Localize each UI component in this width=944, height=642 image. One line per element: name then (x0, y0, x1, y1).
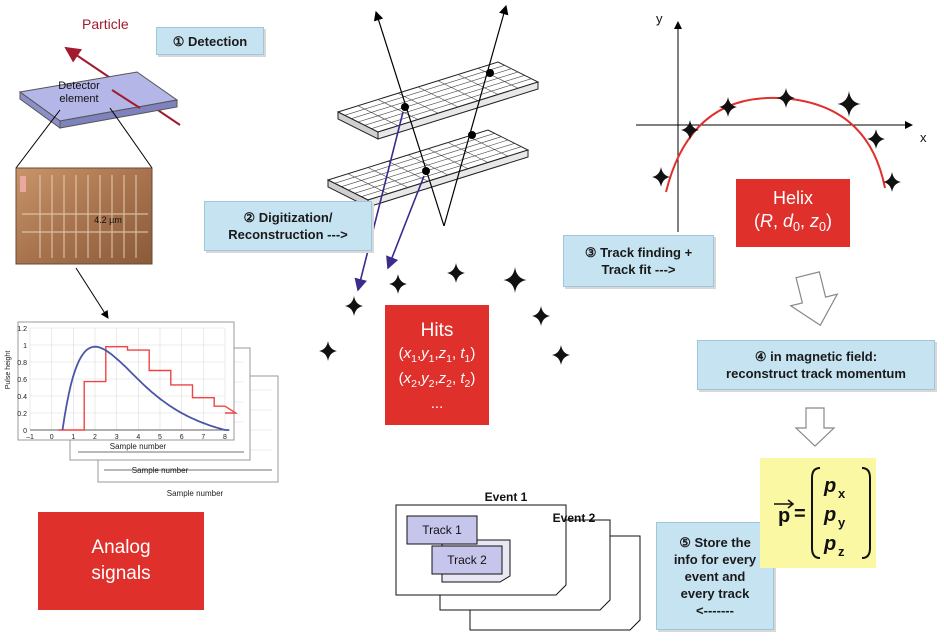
hit-star-marker (552, 345, 570, 365)
hit-star-marker (681, 120, 699, 140)
step2-line2: Reconstruction ---> (228, 226, 348, 243)
pulse-ytick: 0.4 (17, 394, 27, 401)
helix-params: (R, d0, z0) (754, 210, 832, 239)
pulse-xtick: 2 (93, 434, 97, 441)
pulse-xtick: 5 (158, 434, 162, 441)
analog-signals-box: Analog signals (38, 512, 204, 610)
pulse-ytick: 0.8 (17, 360, 27, 367)
pulse-xlabel-back1: Sample number (132, 466, 189, 475)
micrograph: 4.2 µm (16, 168, 152, 264)
hit-star-marker (447, 263, 465, 283)
helix-arc (666, 98, 885, 192)
momentum-pz: p (823, 533, 836, 555)
helix-title: Helix (773, 187, 813, 210)
step5-line: every track (681, 585, 750, 602)
step5-line: info for every (674, 551, 756, 568)
detector-label-2: element (59, 93, 98, 105)
momentum-vector-box: p = p x p y p z (760, 458, 876, 568)
pulse-xtick: 1 (71, 434, 75, 441)
plane-hit (401, 103, 409, 111)
zoom-line-right (110, 108, 152, 168)
axis-x-label: x (920, 130, 927, 145)
step2-digitization-box: ② Digitization/ Reconstruction ---> (204, 201, 372, 251)
pulse-xtick: 7 (201, 434, 205, 441)
step1-detection-box: ① Detection (156, 27, 264, 55)
step5-line: event and (685, 568, 746, 585)
step4-line1: ④ in magnetic field: (755, 348, 877, 365)
svg-text:x: x (838, 486, 846, 501)
step4-line2: reconstruct track momentum (726, 365, 906, 382)
hit-star-marker (719, 97, 737, 117)
step4-momentum-box: ④ in magnetic field: reconstruct track m… (697, 340, 935, 390)
pulse-xtick: –1 (26, 434, 34, 441)
pulse-ytick: 0.2 (17, 411, 27, 418)
hits-box: Hits (x1,y1,z1, t1) (x2,y2,z2, t2) ... (385, 305, 489, 425)
event1-label: Event 1 (485, 490, 528, 504)
detector-label-1: Detector (58, 80, 100, 92)
pulse-xlabel-back2: Sample number (167, 489, 224, 498)
pulse-xtick: 4 (136, 434, 140, 441)
pulse-ytick: 1.2 (17, 326, 27, 333)
down-arrow-2 (796, 408, 834, 446)
pulse-xtick: 3 (115, 434, 119, 441)
pulse-xtick: 8 (223, 434, 227, 441)
hit-star-marker (777, 88, 795, 108)
axis-y-label: y (656, 11, 663, 26)
step5-line: <------- (696, 602, 734, 619)
analog-line2: signals (91, 561, 150, 587)
plane-hit (422, 167, 430, 175)
pulse-xtick: 6 (180, 434, 184, 441)
hits-row-1: (x1,y1,z1, t1) (399, 344, 476, 369)
pulse-xlabel: Sample number (110, 442, 167, 451)
step3-trackfit-box: ③ Track finding + Track fit ---> (563, 235, 714, 287)
step3-line1: ③ Track finding + (585, 244, 692, 261)
svg-text:=: = (794, 503, 806, 525)
step5-store-box: ⑤ Store the info for every event and eve… (656, 522, 774, 630)
zoom-line-left (16, 110, 60, 168)
micrograph-to-signal-arrow (76, 268, 108, 318)
analog-line1: Analog (91, 535, 150, 561)
plane-hit (468, 131, 476, 139)
step5-line: ⑤ Store the (679, 534, 751, 551)
momentum-symbol: p (778, 505, 790, 527)
hit-star-marker (883, 172, 901, 192)
plane-hit (486, 69, 494, 77)
step1-label: ① Detection (173, 33, 248, 50)
track2-label: Track 2 (447, 553, 487, 567)
events-stack: Track 1 Track 2 Event 1 Event 2 (396, 490, 640, 630)
pulse-xtick: 0 (50, 434, 54, 441)
hit-star-marker (532, 306, 550, 326)
hit-star-marker (837, 91, 860, 117)
svg-text:y: y (838, 515, 846, 530)
helix-box: Helix (R, d0, z0) (736, 179, 850, 247)
pulse-ytick: 1 (23, 343, 27, 350)
pulse-ytick: 0.6 (17, 377, 27, 384)
hits-ellipsis: ... (431, 394, 444, 413)
event2-label: Event 2 (553, 511, 596, 525)
hits-row-2: (x2,y2,z2, t2) (399, 369, 476, 394)
down-arrow-1 (784, 269, 843, 331)
momentum-py: p (823, 504, 836, 526)
hit-star-marker (345, 296, 363, 316)
hit-star-marker (389, 274, 407, 294)
hits-title: Hits (421, 318, 454, 344)
step3-line2: Track fit ---> (601, 261, 675, 278)
track-2 (444, 6, 506, 226)
particle-label: Particle (82, 16, 129, 32)
hit-star-marker (319, 341, 337, 361)
momentum-vector-svg: p = p x p y p z (760, 458, 876, 568)
pulse-ylabel: Pulse height (5, 351, 12, 390)
step2-line1: ② Digitization/ (244, 209, 333, 226)
svg-text:z: z (838, 544, 845, 559)
hit-star-marker (503, 267, 526, 293)
track1-label: Track 1 (422, 523, 462, 537)
momentum-px: p (823, 475, 836, 497)
micrograph-scale: 4.2 µm (94, 215, 122, 225)
